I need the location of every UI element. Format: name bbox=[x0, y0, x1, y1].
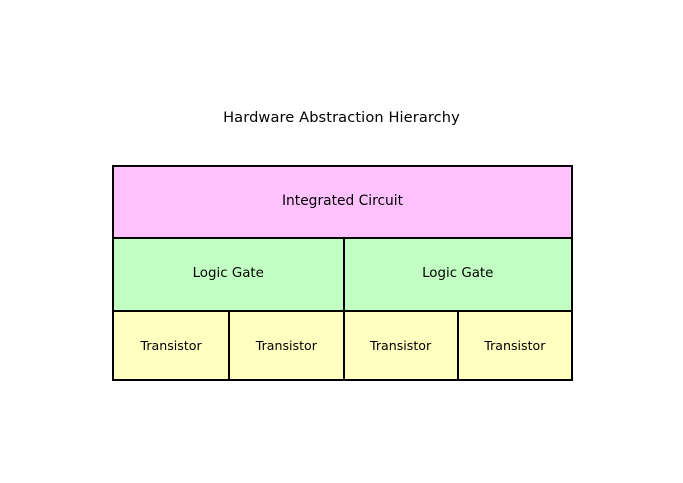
cell-label: Transistor bbox=[370, 337, 432, 353]
cell-label: Logic Gate bbox=[192, 266, 264, 282]
cell-label: Transistor bbox=[140, 337, 202, 353]
cell-label: Logic Gate bbox=[422, 266, 494, 282]
cell-integrated-circuit[interactable]: Integrated Circuit bbox=[114, 167, 571, 237]
cell-label: Transistor bbox=[484, 337, 546, 353]
cell-label: Transistor bbox=[255, 337, 317, 353]
cell-transistor-1[interactable]: Transistor bbox=[114, 312, 229, 379]
cell-transistor-4[interactable]: Transistor bbox=[456, 312, 571, 379]
cell-logic-gate-1[interactable]: Logic Gate bbox=[114, 239, 343, 310]
hardware-abstraction-hierarchy: Integrated Circuit Logic Gate Logic Gate… bbox=[112, 165, 573, 381]
page-title: Hardware Abstraction Hierarchy bbox=[223, 109, 460, 126]
cell-transistor-3[interactable]: Transistor bbox=[342, 312, 457, 379]
cell-label: Integrated Circuit bbox=[281, 193, 404, 210]
tier-transistor: Transistor Transistor Transistor Transis… bbox=[114, 310, 571, 379]
tier-integrated-circuit: Integrated Circuit bbox=[114, 167, 571, 237]
tier-logic-gate: Logic Gate Logic Gate bbox=[114, 237, 571, 310]
cell-logic-gate-2[interactable]: Logic Gate bbox=[342, 239, 571, 310]
cell-transistor-2[interactable]: Transistor bbox=[228, 312, 343, 379]
